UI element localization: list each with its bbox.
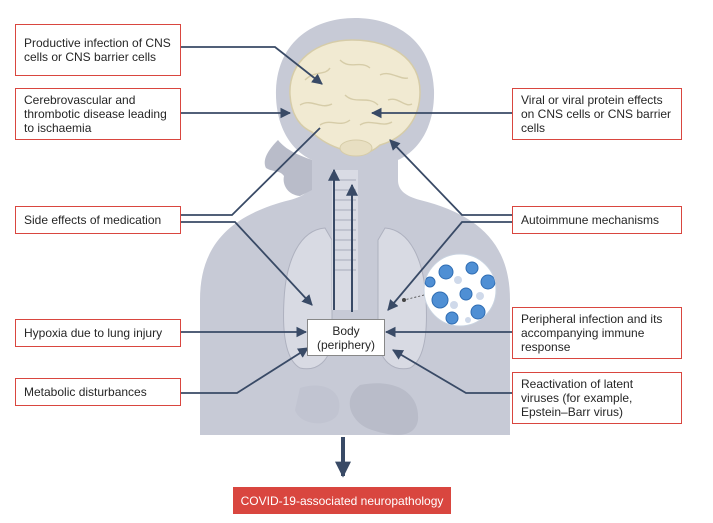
factor-label: Autoimmune mechanisms [521, 213, 660, 227]
brain-illustration [289, 39, 421, 157]
body-label: Body [332, 323, 360, 338]
body-periphery-box: Body (periphery) [307, 319, 385, 356]
factor-box-autoimmune: Autoimmune mechanisms [512, 206, 682, 234]
periphery-label: (periphery) [316, 337, 376, 352]
outcome-box: COVID-19-associated neuropathology [233, 487, 451, 514]
factor-box-viral-protein-effects: Viral or viral protein effects on CNS ce… [512, 88, 682, 140]
factor-box-latent-virus-reactivation: Reactivation of latent viruses (for exam… [512, 372, 682, 424]
factor-box-peripheral-infection: Peripheral infection and its accompanyin… [512, 307, 682, 359]
body-brain-arrows [328, 168, 358, 312]
factor-box-productive-infection: Productive infection of CNS cells or CNS… [15, 24, 181, 76]
trachea-illustration [332, 170, 358, 310]
abdomen-organs [295, 383, 419, 435]
factor-label: Productive infection of CNS cells or CNS… [24, 36, 171, 64]
factor-label: Side effects of medication [24, 213, 162, 227]
factor-label: Hypoxia due to lung injury [24, 326, 163, 340]
factor-arrows [181, 46, 512, 394]
factor-label: Cerebrovascular and thrombotic disease l… [24, 93, 167, 135]
factor-box-metabolic: Metabolic disturbances [15, 378, 181, 406]
factor-label: Peripheral infection and its accompanyin… [521, 312, 663, 354]
factor-label: Metabolic disturbances [24, 385, 147, 399]
virus-inset [402, 253, 497, 327]
factor-box-hypoxia: Hypoxia due to lung injury [15, 319, 181, 347]
factor-label: Reactivation of latent viruses (for exam… [521, 377, 634, 419]
outcome-label: COVID-19-associated neuropathology [240, 493, 444, 508]
factor-box-medication: Side effects of medication [15, 206, 181, 234]
factor-label: Viral or viral protein effects on CNS ce… [521, 93, 672, 135]
factor-box-cerebrovascular: Cerebrovascular and thrombotic disease l… [15, 88, 181, 140]
